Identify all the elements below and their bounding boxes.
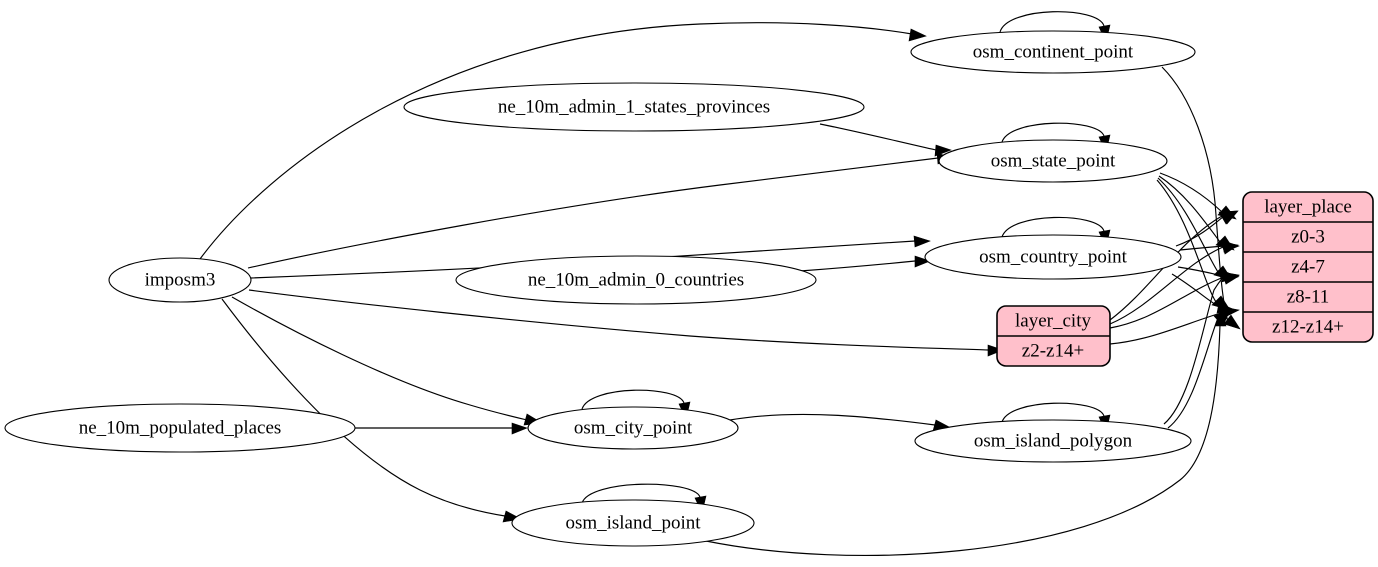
edge-osm_island_polygon-z8: [1163, 276, 1225, 425]
node-shape[interactable]: [910, 30, 1196, 74]
node-shape[interactable]: [4, 403, 356, 453]
record-node-layer_place[interactable]: layer_place z0-3 z4-7 z8-11 z12-z14+: [1242, 191, 1374, 343]
edge-ne0-osm_country_point: [799, 260, 916, 272]
edge-osm_state_point-z0: [1159, 172, 1223, 213]
arrowhead: [1223, 314, 1241, 330]
edge-imposm3-osm_island_point: [221, 298, 506, 517]
selfloop-osm_state_point: [1001, 122, 1105, 143]
node-shape[interactable]: [403, 82, 865, 132]
record-row-z8-11[interactable]: z8-11: [1287, 286, 1330, 307]
node-label: osm_state_point: [991, 150, 1116, 171]
edge-osm_country_point-z0: [1175, 215, 1225, 247]
edge-layer_city-z12: [1109, 311, 1225, 345]
arrowhead: [511, 422, 528, 435]
record-header-layer_place: layer_place: [1264, 196, 1352, 217]
node-shape[interactable]: [924, 234, 1182, 280]
node-ne_10m_admin_1_states_provinces[interactable]: ne_10m_admin_1_states_provinces: [403, 82, 865, 132]
record-row-z2-z14plus[interactable]: z2-z14+: [1022, 340, 1084, 361]
selfloop-osm_city_point: [581, 389, 685, 410]
edge-osm_city_point-osm_island_polygon: [729, 413, 936, 426]
node-label: osm_island_point: [565, 512, 701, 533]
record-box[interactable]: [1242, 191, 1374, 343]
node-shape[interactable]: [108, 257, 252, 303]
edge-ne1-osm_state_point: [819, 123, 937, 151]
node-shape[interactable]: [938, 139, 1168, 183]
edge-osm_island_point-z12: [705, 324, 1221, 556]
edge-imposm3-layer_city: [248, 289, 989, 351]
edge-osm_country_point-z4: [1179, 245, 1225, 251]
record-node-layer: layer_place z0-3 z4-7 z8-11 z12-z14+ lay…: [996, 191, 1374, 367]
edge-osm_state_point-z8: [1157, 177, 1219, 273]
edge-imposm3-osm_city_point: [231, 296, 528, 421]
arrowhead: [1221, 271, 1240, 285]
node-label: ne_10m_admin_1_states_provinces: [498, 96, 770, 117]
selfloop-osm_country_point: [1001, 216, 1105, 238]
arrowhead: [908, 28, 927, 42]
arrowhead: [934, 144, 952, 157]
selfloop-osm_continent_point: [999, 11, 1105, 33]
record-row-z4-7[interactable]: z4-7: [1291, 256, 1325, 277]
node-osm_country_point[interactable]: osm_country_point: [924, 234, 1182, 280]
node-osm_city_point[interactable]: osm_city_point: [527, 406, 739, 450]
node-ne_10m_populated_places[interactable]: ne_10m_populated_places: [4, 403, 356, 453]
node-label: ne_10m_admin_0_countries: [528, 269, 744, 290]
node-label: osm_island_polygon: [974, 430, 1133, 451]
edge-layer_city-z8: [1109, 276, 1225, 329]
record-row-z12-z14plus[interactable]: z12-z14+: [1272, 316, 1344, 337]
edge-osm_continent_point-z12: [1161, 66, 1229, 323]
node-shape[interactable]: [455, 255, 817, 305]
node-osm_island_point[interactable]: osm_island_point: [511, 499, 755, 547]
arrowhead: [1220, 241, 1239, 255]
node-ne_10m_admin_0_countries[interactable]: ne_10m_admin_0_countries: [455, 255, 817, 305]
node-imposm3[interactable]: imposm3: [108, 257, 252, 303]
edge-osm_country_point-z8: [1177, 266, 1224, 277]
edge-osm_island_polygon-z12: [1167, 317, 1219, 429]
arrowhead: [1214, 309, 1227, 327]
selfloop-osm_island_polygon: [1001, 402, 1105, 423]
node-label: osm_country_point: [979, 246, 1127, 267]
arrowhead: [914, 255, 931, 268]
node-layer: imposm3 ne_10m_admin_1_states_provinces …: [4, 30, 1196, 547]
node-shape[interactable]: [527, 406, 739, 450]
node-osm_continent_point[interactable]: osm_continent_point: [910, 30, 1196, 74]
record-row-z0-3[interactable]: z0-3: [1291, 226, 1325, 247]
node-shape[interactable]: [511, 499, 755, 547]
record-header-layer_city: layer_city: [1015, 310, 1091, 331]
node-label: osm_continent_point: [973, 41, 1134, 62]
edge-osm_state_point-z4: [1158, 175, 1221, 243]
edge-imposm3-osm_state_point: [247, 157, 939, 269]
arrowhead: [987, 344, 1004, 357]
edge-osm_state_point-z12: [1156, 179, 1217, 303]
node-label: imposm3: [145, 269, 216, 290]
arrowhead: [913, 235, 931, 248]
edge-layer_city-z4: [1109, 246, 1224, 325]
edge-imposm3-osm_continent_point: [199, 22, 913, 260]
node-label: ne_10m_populated_places: [79, 417, 282, 438]
node-osm_island_polygon[interactable]: osm_island_polygon: [914, 419, 1192, 463]
selfloop-osm_island_point: [581, 483, 701, 504]
node-osm_state_point[interactable]: osm_state_point: [938, 139, 1168, 183]
arrowhead: [1218, 210, 1238, 225]
node-label: osm_city_point: [574, 417, 693, 438]
node-shape[interactable]: [914, 419, 1192, 463]
record-node-layer_city[interactable]: layer_city z2-z14+: [996, 305, 1111, 367]
